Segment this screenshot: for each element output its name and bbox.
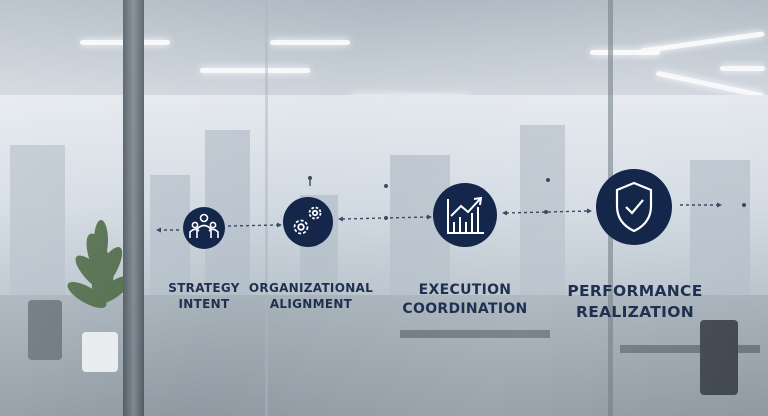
shield-check-icon [615,181,653,233]
ceiling-light [270,40,350,45]
step-4-line-2: REALIZATION [576,302,694,321]
arrowhead [717,202,722,208]
ceiling-light [200,68,310,73]
ceiling-light [590,50,660,55]
step-2-badge [283,197,333,247]
desk [400,330,550,338]
city-building [10,145,65,295]
step-2-label: ORGANIZATIONAL ALIGNMENT [246,280,376,312]
city-building [690,160,750,295]
node-dot [384,216,388,220]
ceiling-light [720,66,765,71]
step-1-label: STRATEGY INTENT [158,280,250,312]
step-1-line-2: INTENT [178,297,230,312]
step-4-line-1: PERFORMANCE [567,282,703,300]
step-3-label: EXECUTION COORDINATION [392,281,538,319]
node-dot [384,184,388,188]
step-2-line-2: ALIGNMENT [269,297,353,312]
step-4-badge [596,169,672,245]
step-1-line-1: STRATEGY [168,281,240,295]
desk [620,345,760,353]
growth-chart-icon [447,196,484,234]
step-3-line-2: COORDINATION [402,300,528,317]
office-chair [700,320,738,395]
node-dot [544,210,548,214]
team-icon [189,213,219,238]
arrowhead [156,227,161,233]
connectors [156,176,722,233]
gears-icon [293,206,322,235]
city-building [520,125,565,295]
arrowhead [427,214,432,220]
arrowhead [587,208,592,214]
connector-line [227,224,279,227]
window-frame [123,0,144,416]
step-3-badge [433,183,497,247]
node-dot [742,203,746,207]
glass-seam [265,0,268,416]
step-4-label: PERFORMANCE REALIZATION [552,281,718,323]
arrowhead [502,210,507,216]
city-building [150,175,190,295]
potted-plant [67,220,132,372]
arrowhead [338,216,343,222]
node-dot [546,178,550,182]
step-2-line-1: ORGANIZATIONAL [248,281,374,295]
step-3-line-1: EXECUTION [418,282,512,298]
arrowhead [277,222,282,228]
office-chair [28,300,62,360]
connector-line [505,210,589,214]
step-1-badge [183,207,225,249]
